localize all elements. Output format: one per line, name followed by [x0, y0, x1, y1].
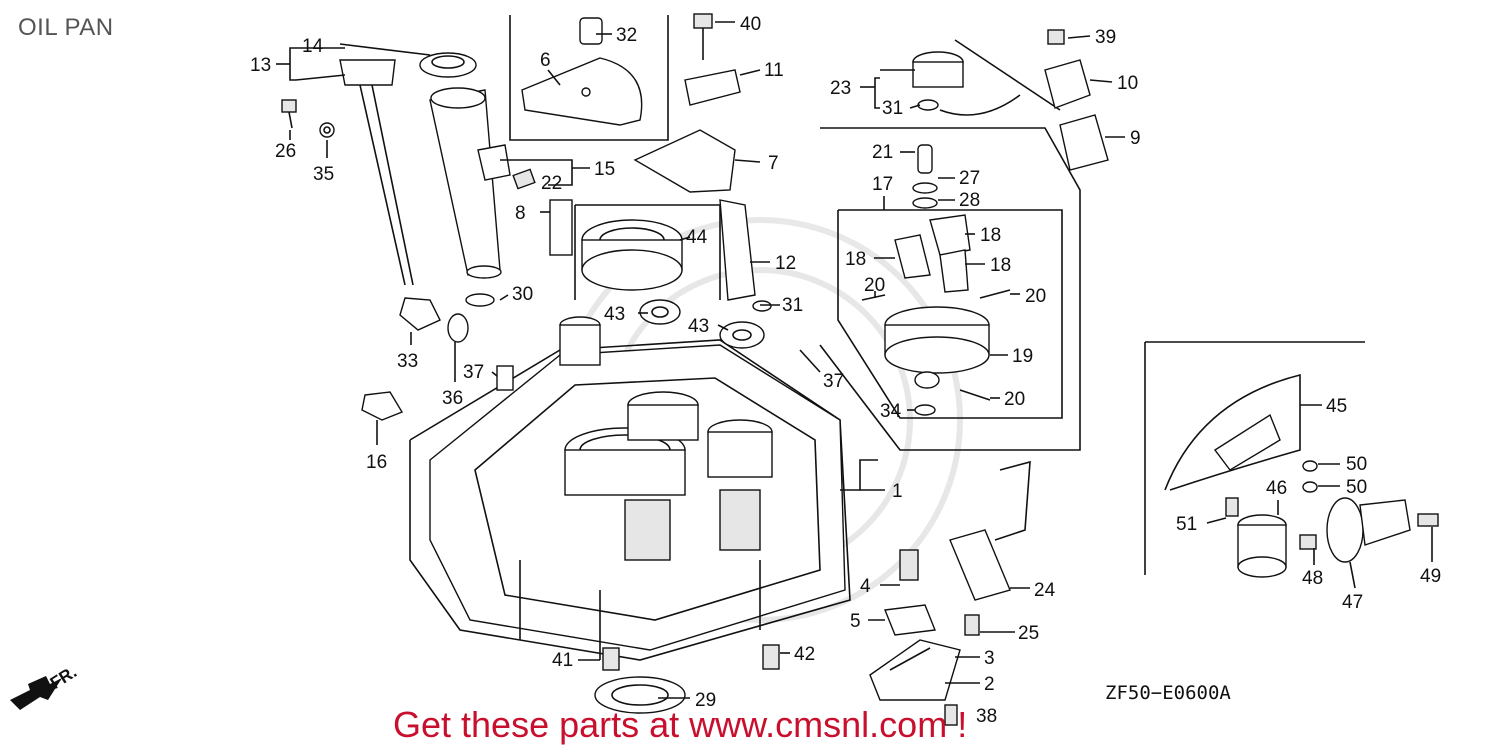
- top-middle-parts: [521, 13, 772, 349]
- callout-21: 21: [872, 142, 893, 163]
- callout-9: 9: [1130, 128, 1141, 149]
- callout-20c: 20: [1004, 389, 1025, 410]
- callout-11: 11: [764, 60, 784, 81]
- callout-20b: 20: [1025, 286, 1046, 307]
- callout-labels: 1 2 3 4 5 6 7 8 9 10 11 12 13 14 15 16 1…: [250, 14, 1441, 727]
- callout-43b: 43: [688, 316, 709, 337]
- callout-50b: 50: [1346, 477, 1367, 498]
- callout-7: 7: [768, 153, 779, 174]
- left-fasteners: [281, 99, 536, 421]
- callout-18b: 18: [845, 249, 866, 270]
- callout-50a: 50: [1346, 454, 1367, 475]
- callout-8: 8: [515, 203, 526, 224]
- callout-38: 38: [976, 706, 997, 727]
- callout-29: 29: [695, 690, 716, 711]
- callout-12: 12: [775, 253, 796, 274]
- callout-27: 27: [959, 168, 980, 189]
- callout-34: 34: [880, 401, 902, 422]
- oil-dipstick-and-filler: [339, 52, 511, 307]
- oil-filter-group: [1164, 373, 1439, 578]
- oil-level-switch-parts: [912, 29, 1109, 171]
- callout-33: 33: [397, 351, 418, 372]
- callout-42: 42: [794, 644, 815, 665]
- callout-37a: 37: [463, 362, 484, 383]
- callout-13: 13: [250, 55, 271, 76]
- callout-36: 36: [442, 388, 463, 409]
- callout-1: 1: [892, 481, 903, 502]
- leader-lines: [276, 21, 1433, 699]
- callout-51: 51: [1176, 514, 1197, 535]
- callout-19: 19: [1012, 346, 1033, 367]
- oil-pan-body: [429, 316, 846, 660]
- callout-3: 3: [984, 648, 995, 669]
- callout-44: 44: [686, 227, 708, 248]
- callout-15: 15: [594, 159, 615, 180]
- callout-18c: 18: [990, 255, 1011, 276]
- callout-31a: 31: [882, 98, 903, 119]
- callout-47: 47: [1342, 592, 1363, 613]
- callout-14: 14: [302, 36, 324, 57]
- governor-assembly: [861, 144, 1011, 416]
- callout-5: 5: [850, 611, 861, 632]
- callout-46: 46: [1266, 478, 1287, 499]
- callout-4: 4: [860, 576, 871, 597]
- callout-24: 24: [1034, 580, 1056, 601]
- callout-28: 28: [959, 190, 980, 211]
- callout-32: 32: [616, 25, 637, 46]
- callout-23: 23: [830, 78, 851, 99]
- callout-37b: 37: [823, 371, 844, 392]
- callout-6: 6: [540, 50, 551, 71]
- lower-parts: [594, 460, 1031, 726]
- callout-16: 16: [366, 452, 387, 473]
- callout-25: 25: [1018, 623, 1039, 644]
- front-arrow-icon: [10, 676, 62, 710]
- callout-41: 41: [552, 650, 573, 671]
- page-title: OIL PAN: [18, 14, 114, 41]
- callout-35: 35: [313, 164, 334, 185]
- callout-10: 10: [1117, 73, 1138, 94]
- callout-39: 39: [1095, 27, 1116, 48]
- callout-43a: 43: [604, 304, 625, 325]
- callout-26: 26: [275, 141, 296, 162]
- callout-31b: 31: [782, 295, 803, 316]
- callout-20a: 20: [864, 275, 885, 296]
- callout-18a: 18: [980, 225, 1001, 246]
- callout-45: 45: [1326, 396, 1347, 417]
- promo-banner[interactable]: Get these parts at www.cmsnl.com !: [393, 704, 968, 745]
- callout-49: 49: [1420, 566, 1441, 587]
- diagram-code: ZF50−E0600A: [1105, 682, 1231, 704]
- callout-30: 30: [512, 284, 533, 305]
- callout-40: 40: [740, 14, 761, 35]
- callout-17: 17: [872, 174, 893, 195]
- callout-2: 2: [984, 674, 995, 695]
- callout-22: 22: [541, 173, 562, 194]
- callout-48: 48: [1302, 568, 1323, 589]
